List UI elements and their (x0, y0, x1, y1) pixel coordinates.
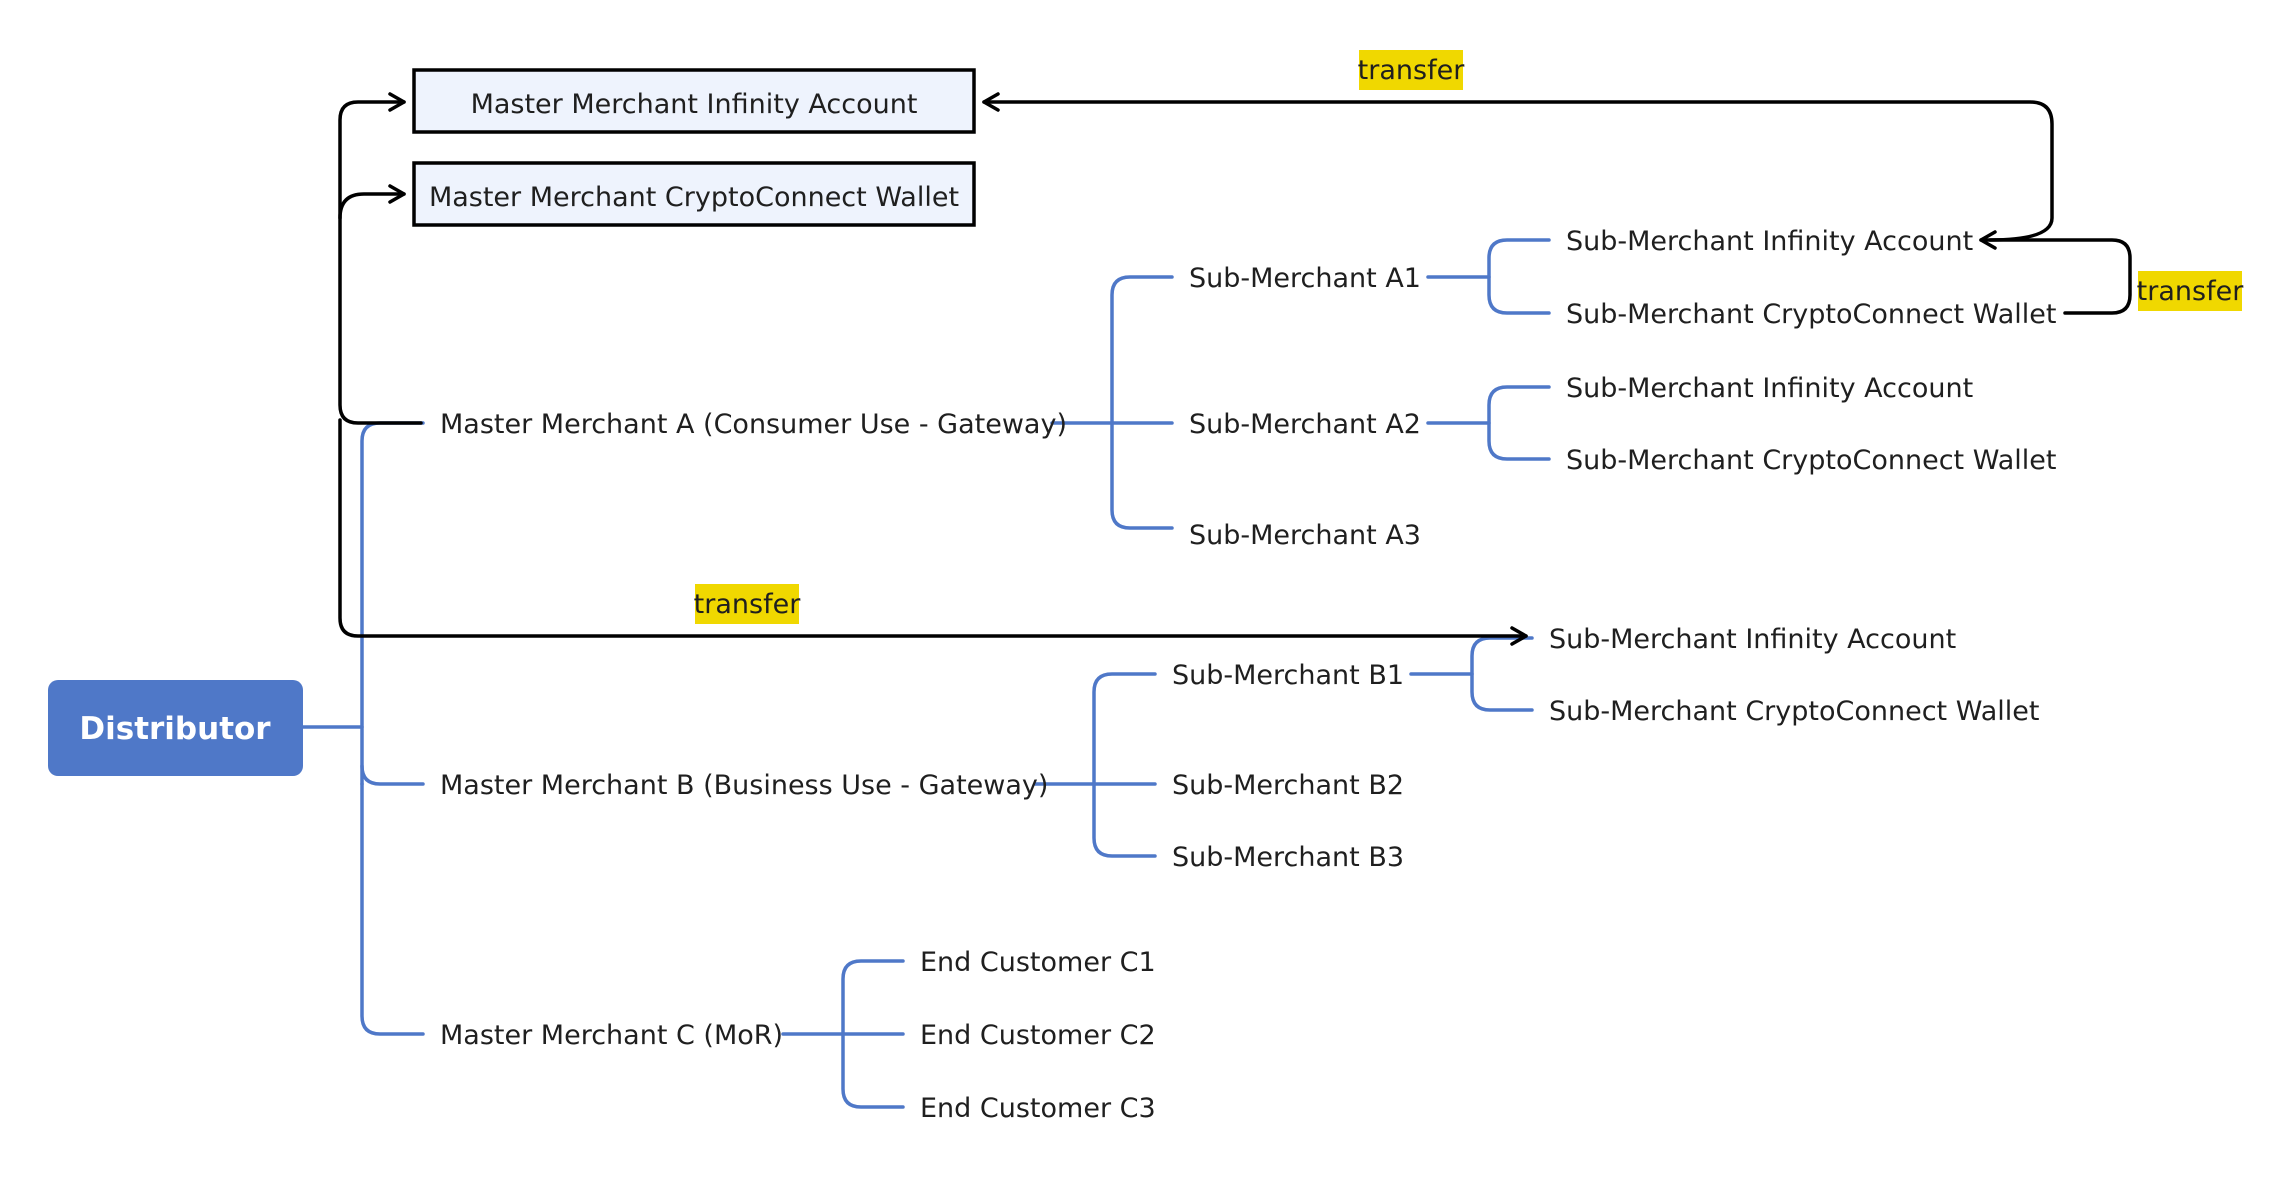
distributor-label: Distributor (79, 711, 271, 747)
transfer-label-top: transfer (1358, 50, 1466, 90)
transfer-highlight (2138, 271, 2242, 311)
sub-a2-spine (1487, 385, 1551, 461)
master-merchant-b[interactable]: Master Merchant B (Business Use - Gatewa… (440, 770, 1048, 801)
crypto-to-infinity-arrow (1979, 230, 2132, 315)
master-c-spine (841, 959, 905, 1109)
transfer-connectors (338, 92, 2132, 646)
sub-merchant-b1[interactable]: Sub-Merchant B1 (1172, 660, 1404, 691)
sub-b1-crypto-wallet[interactable]: Sub-Merchant CryptoConnect Wallet (1549, 696, 2039, 727)
sub-a1-crypto-wallet[interactable]: Sub-Merchant CryptoConnect Wallet (1566, 299, 2056, 330)
master-b-connector (360, 764, 425, 786)
master-infinity-account-label: Master Merchant Infinity Account (471, 89, 918, 120)
sub-b1-infinity-account[interactable]: Sub-Merchant Infinity Account (1549, 624, 1956, 655)
end-customer-c2[interactable]: End Customer C2 (920, 1020, 1156, 1051)
sub-merchant-b3[interactable]: Sub-Merchant B3 (1172, 842, 1404, 873)
sub-merchant-b2[interactable]: Sub-Merchant B2 (1172, 770, 1404, 801)
master-merchant-a[interactable]: Master Merchant A (Consumer Use - Gatewa… (440, 409, 1067, 440)
master-crypto-wallet-box[interactable]: Master Merchant CryptoConnect Wallet (412, 161, 976, 227)
master-a-to-infinity-arrow (338, 92, 423, 425)
end-customer-c3[interactable]: End Customer C3 (920, 1093, 1156, 1124)
sub-a1-spine (1487, 238, 1551, 315)
sub-to-master-infinity-arrow (982, 92, 2054, 242)
transfer-label: transfer (1358, 55, 1466, 86)
transfer-label-right: transfer (2137, 271, 2245, 311)
transfer-label: transfer (2137, 276, 2245, 307)
distributor-node[interactable]: Distributor (48, 680, 303, 776)
sub-b1-spine (1470, 636, 1534, 712)
master-spine (360, 421, 425, 1036)
end-customer-c1[interactable]: End Customer C1 (920, 947, 1156, 978)
master-a-to-crypto-arrow (338, 184, 406, 220)
master-a-spine (1110, 275, 1174, 530)
master-infinity-account-box[interactable]: Master Merchant Infinity Account (412, 68, 976, 134)
master-to-sub-b1-transfer-arrow (338, 418, 1528, 646)
master-b-spine (1092, 672, 1157, 858)
sub-merchant-a1[interactable]: Sub-Merchant A1 (1189, 263, 1421, 294)
master-crypto-wallet-label: Master Merchant CryptoConnect Wallet (429, 182, 959, 213)
transfer-label: transfer (694, 589, 802, 620)
sub-a2-infinity-account[interactable]: Sub-Merchant Infinity Account (1566, 373, 1973, 404)
transfer-highlight (695, 584, 799, 624)
master-merchant-c[interactable]: Master Merchant C (MoR) (440, 1020, 783, 1051)
transfer-label-middle: transfer (694, 584, 802, 624)
sub-merchant-a3[interactable]: Sub-Merchant A3 (1189, 520, 1421, 551)
sub-merchant-a2[interactable]: Sub-Merchant A2 (1189, 409, 1421, 440)
sub-a1-infinity-account[interactable]: Sub-Merchant Infinity Account (1566, 226, 1973, 257)
transfer-highlight (1359, 50, 1463, 90)
sub-a2-crypto-wallet[interactable]: Sub-Merchant CryptoConnect Wallet (1566, 445, 2056, 476)
